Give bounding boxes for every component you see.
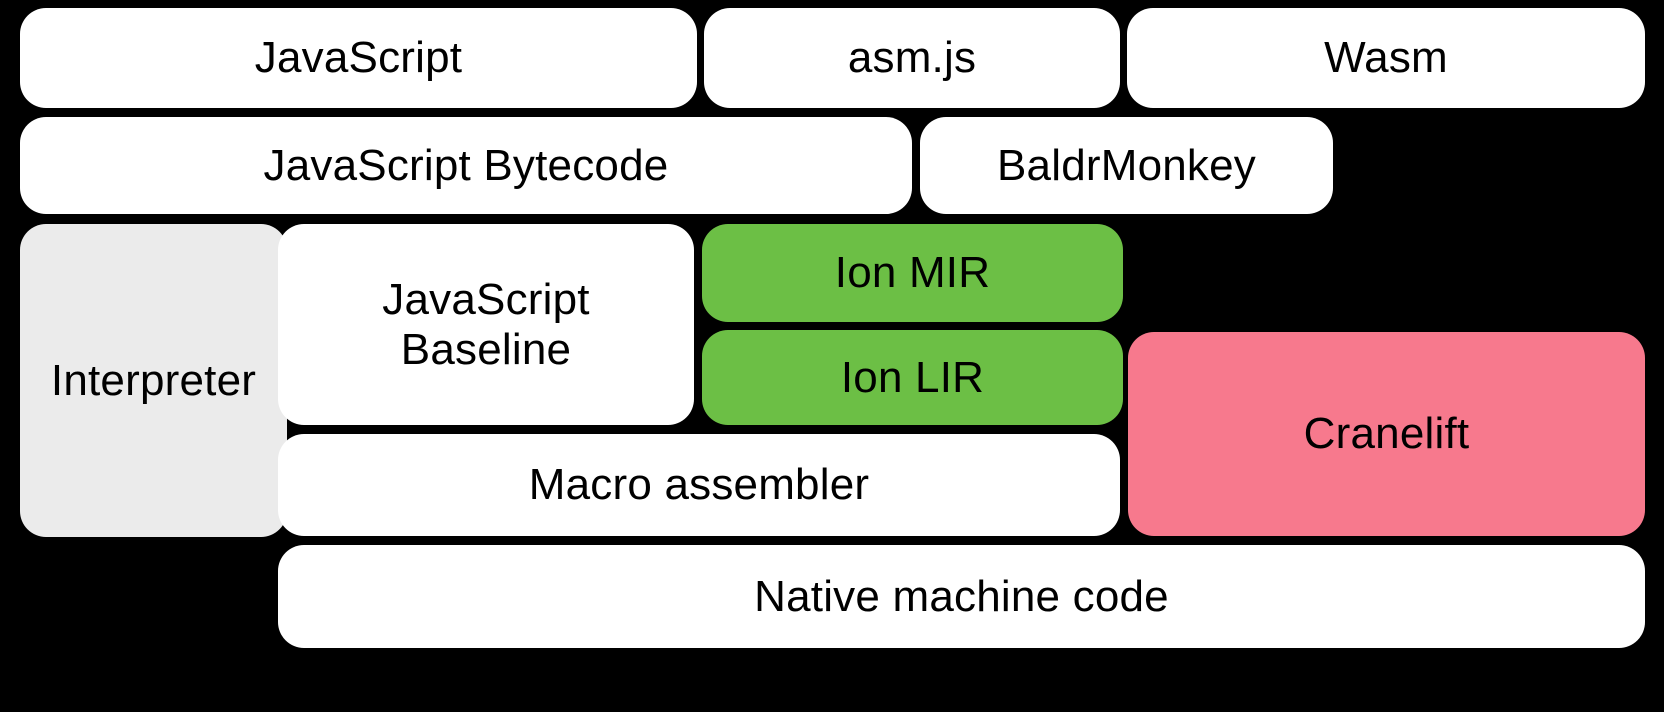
node-javascript: JavaScript (20, 8, 697, 108)
node-cranelift: Cranelift (1128, 332, 1645, 536)
node-asm-js: asm.js (704, 8, 1120, 108)
node-ion-lir: Ion LIR (702, 330, 1123, 425)
node-wasm: Wasm (1127, 8, 1645, 108)
node-native-machine-code: Native machine code (278, 545, 1645, 648)
node-ion-mir: Ion MIR (702, 224, 1123, 322)
node-javascript-bytecode: JavaScript Bytecode (20, 117, 912, 214)
node-interpreter: Interpreter (20, 224, 287, 537)
node-macro-assembler: Macro assembler (278, 434, 1120, 536)
node-baldrmonkey: BaldrMonkey (920, 117, 1333, 214)
node-javascript-baseline: JavaScript Baseline (278, 224, 694, 425)
